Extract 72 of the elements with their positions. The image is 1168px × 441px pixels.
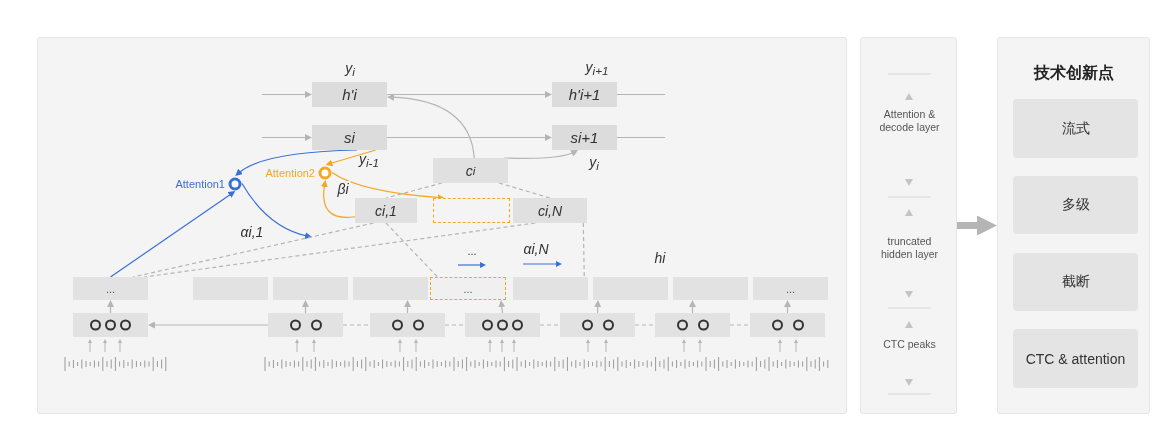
connector-line bbox=[385, 222, 439, 278]
layer-label: truncated hidden layer bbox=[879, 235, 940, 261]
layer-label: CTC peaks bbox=[882, 338, 937, 351]
arrow bbox=[261, 91, 312, 98]
feature-box: 截断 bbox=[1013, 253, 1138, 311]
layer-panel bbox=[860, 37, 957, 414]
edge-label: αi,1 bbox=[238, 224, 266, 240]
state-box: h'i bbox=[312, 82, 387, 107]
variable-label: hi bbox=[654, 250, 666, 266]
arrow bbox=[387, 93, 475, 159]
context-box: ci,1 bbox=[355, 198, 417, 223]
context-box: ci,N bbox=[513, 198, 587, 223]
encoder-box bbox=[370, 313, 445, 337]
arrow bbox=[109, 191, 236, 278]
variable-label: y$_{i}$ bbox=[589, 153, 599, 173]
connector-line bbox=[498, 182, 551, 199]
arrow bbox=[235, 149, 358, 176]
arrow bbox=[107, 300, 114, 314]
arrow bbox=[503, 150, 579, 159]
dashed-hidden-state-box: ... bbox=[430, 277, 506, 300]
panel-title: 技术创新点 bbox=[1032, 63, 1115, 83]
state-box: si bbox=[312, 125, 387, 150]
feature-box: 多级 bbox=[1013, 176, 1138, 234]
arrow bbox=[302, 300, 309, 314]
connector-line bbox=[616, 93, 666, 96]
state-box: h'i+1 bbox=[552, 82, 617, 107]
variable-label: y$_{i-1}$ bbox=[359, 150, 379, 170]
arrow bbox=[148, 321, 269, 329]
connector-line bbox=[582, 222, 585, 278]
attention-label: Attention2 bbox=[265, 166, 315, 179]
dashed-context-box bbox=[433, 198, 510, 223]
encoder-box bbox=[750, 313, 825, 337]
ellipsis-label: ... bbox=[467, 245, 477, 257]
innovation-panel bbox=[997, 37, 1150, 414]
edge-label: βi bbox=[335, 181, 351, 197]
attention-label: Attention1 bbox=[175, 177, 225, 190]
connector-line bbox=[132, 222, 375, 278]
hidden-state-box bbox=[353, 277, 428, 300]
hidden-state-box: ... bbox=[753, 277, 828, 300]
arrow bbox=[594, 300, 602, 314]
arrow bbox=[261, 134, 312, 141]
connector-line bbox=[616, 136, 666, 139]
arrow bbox=[325, 149, 377, 167]
arrow bbox=[498, 300, 506, 314]
arrow bbox=[386, 91, 552, 98]
arrow bbox=[331, 171, 445, 201]
feature-box: CTC & attention bbox=[1013, 329, 1138, 388]
hidden-state-box bbox=[273, 277, 348, 300]
state-box: si+1 bbox=[552, 125, 617, 150]
hidden-state-box bbox=[513, 277, 588, 300]
hidden-state-box bbox=[593, 277, 668, 300]
encoder-box bbox=[465, 313, 540, 337]
encoder-box bbox=[268, 313, 343, 337]
variable-label: αi,N bbox=[523, 241, 549, 257]
encoder-box bbox=[655, 313, 730, 337]
connector-line bbox=[385, 182, 443, 199]
arrow bbox=[386, 134, 552, 141]
encoder-box bbox=[73, 313, 148, 337]
variable-label: y$_{i+1}$ bbox=[585, 58, 609, 78]
layer-label: Attention & decode layer bbox=[878, 108, 941, 134]
arrow bbox=[320, 179, 356, 218]
connector-line bbox=[143, 222, 536, 278]
arrow bbox=[404, 300, 411, 314]
arrow bbox=[241, 182, 312, 239]
arrow bbox=[784, 300, 791, 314]
encoder-box bbox=[560, 313, 635, 337]
arrow bbox=[689, 300, 696, 314]
variable-label: y$_{i}$ bbox=[345, 59, 355, 79]
hidden-state-box bbox=[673, 277, 748, 300]
feature-box: 流式 bbox=[1013, 99, 1138, 158]
arrow bbox=[957, 215, 997, 236]
hidden-state-box: ... bbox=[73, 277, 148, 300]
